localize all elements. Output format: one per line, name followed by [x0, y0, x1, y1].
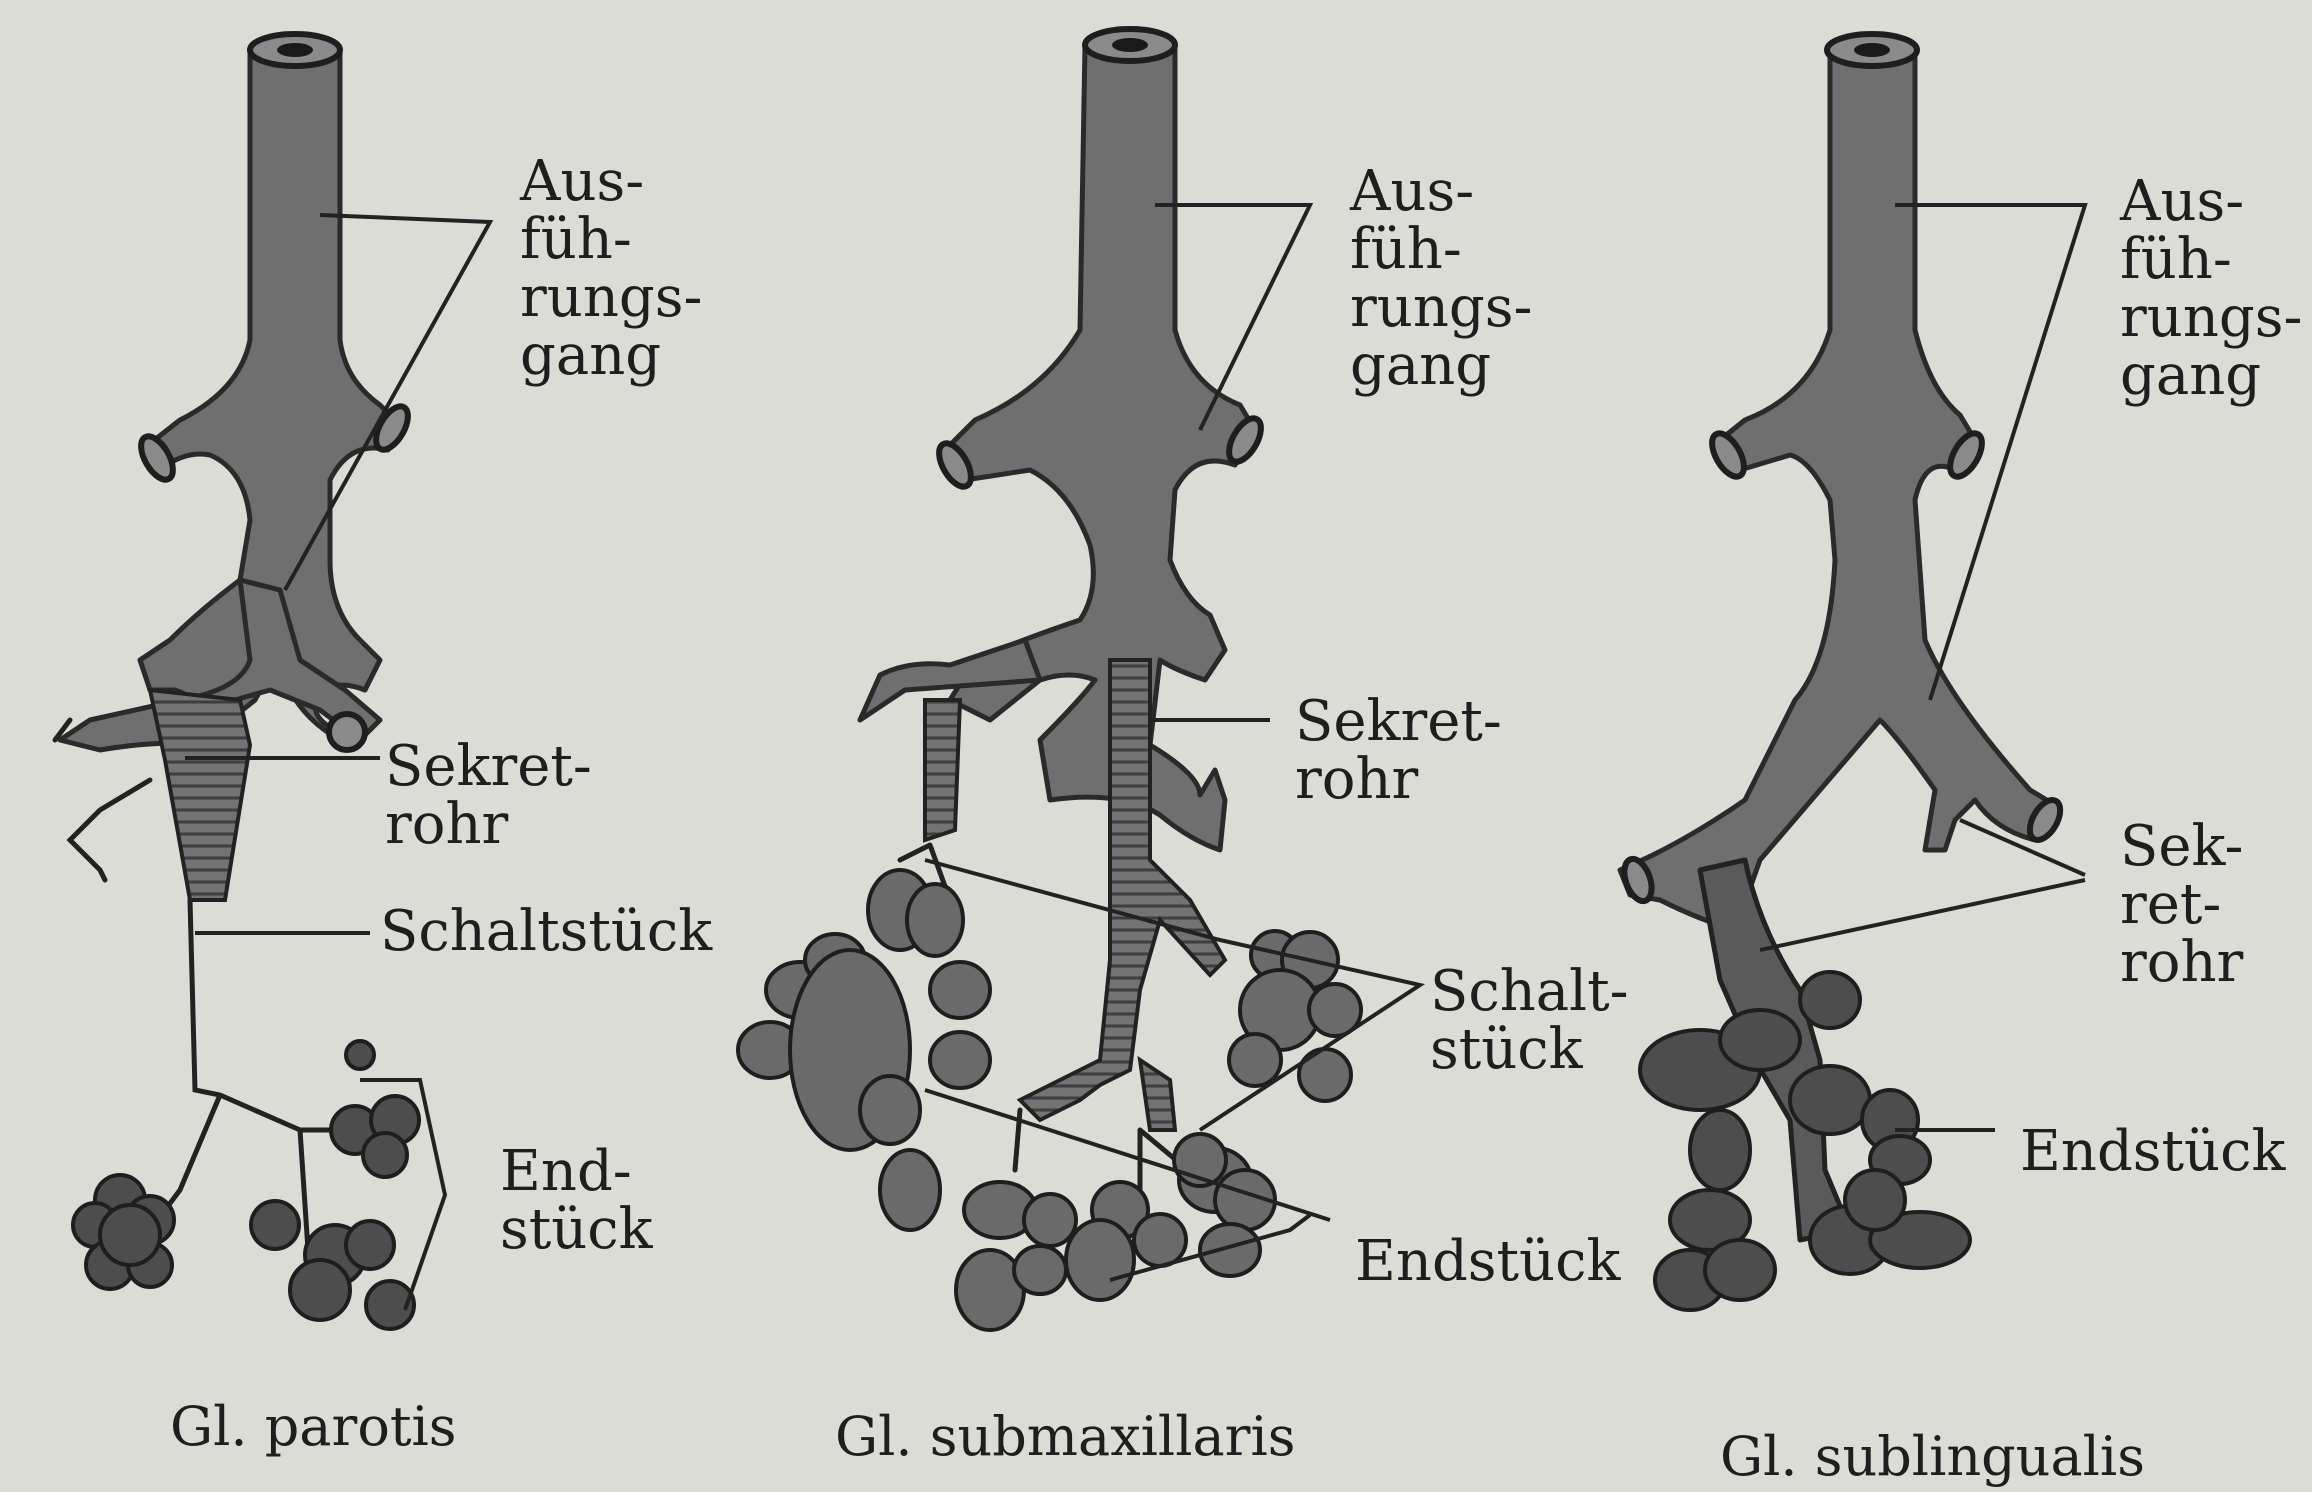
excretory-duct-shape — [860, 29, 1267, 850]
label-duct: Aus- füh- rungs- gang — [519, 149, 720, 388]
label-secretory-duct: Sekret- rohr — [1295, 689, 1520, 812]
secretory-duct-shape — [150, 690, 250, 900]
panel-sublingualis: Aus- füh- rungs- gang Sek- ret- rohr End… — [1619, 34, 2312, 1488]
panel-submaxillaris: Aus- füh- rungs- gang Sekret- rohr Schal… — [738, 29, 1646, 1468]
label-endpiece: Endstück — [2020, 1119, 2286, 1184]
label-duct: Aus- füh- rungs- gang — [1349, 159, 1550, 398]
label-endpiece: Endstück — [1355, 1229, 1621, 1294]
excretory-duct-shape — [60, 34, 414, 790]
label-intercalated-duct: Schaltstück — [380, 899, 713, 964]
label-duct: Aus- füh- rungs- gang — [2119, 169, 2312, 408]
caption-parotis: Gl. parotis — [170, 1395, 457, 1458]
label-endpiece: End- stück — [500, 1139, 654, 1262]
label-secretory-duct: Sek- ret- rohr — [2120, 814, 2261, 995]
label-secretory-duct: Sekret- rohr — [385, 734, 610, 857]
caption-sublingualis: Gl. sublingualis — [1720, 1425, 2145, 1488]
caption-submaxillaris: Gl. submaxillaris — [835, 1405, 1295, 1468]
panel-parotis: Aus- füh- rungs- gang Sekret- rohr Schal… — [55, 34, 720, 1458]
label-intercalated-duct: Schalt- stück — [1430, 959, 1646, 1082]
